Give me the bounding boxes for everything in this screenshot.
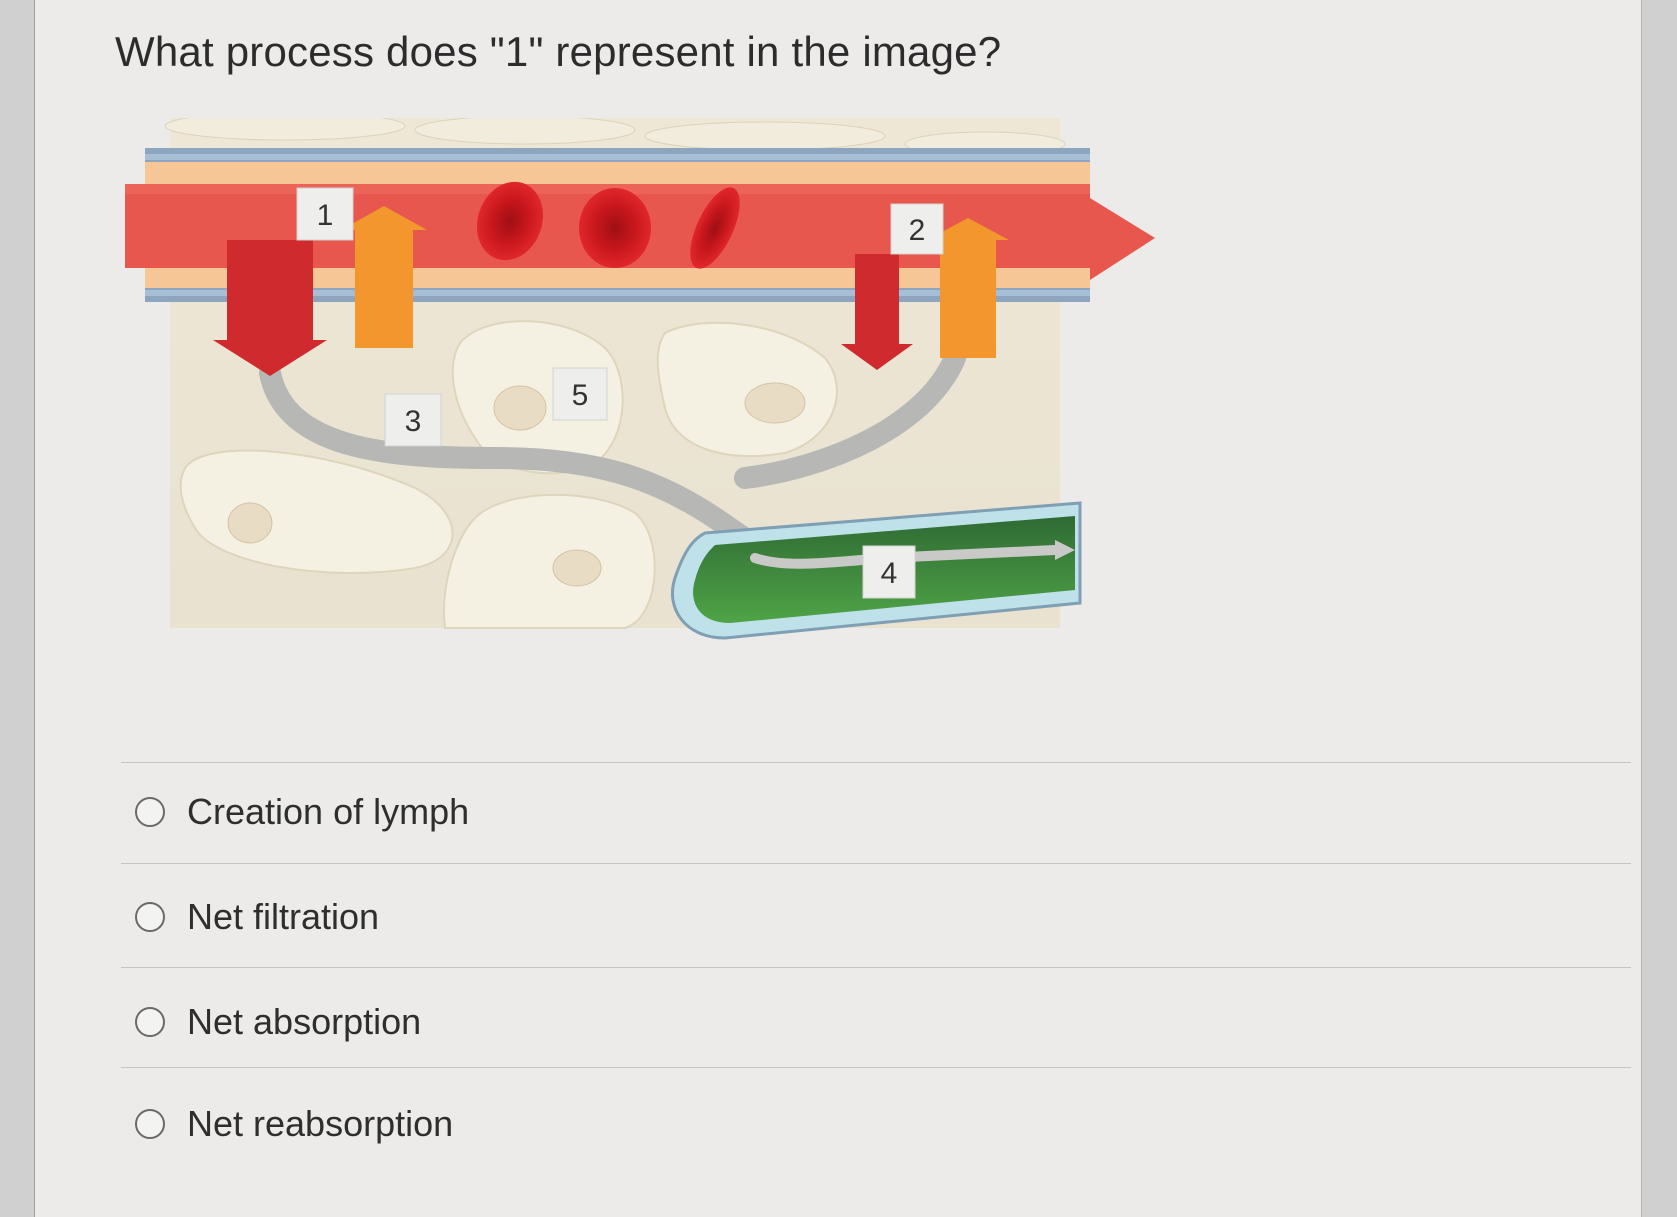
label-4: 4 bbox=[862, 545, 916, 599]
radio-button[interactable] bbox=[135, 1109, 165, 1139]
radio-button[interactable] bbox=[135, 797, 165, 827]
question-text: What process does "1" represent in the i… bbox=[115, 28, 1002, 75]
capillary-exchange-diagram: 1 2 3 4 5 bbox=[125, 118, 1245, 698]
divider bbox=[121, 863, 1631, 864]
arrow-out-2 bbox=[841, 254, 913, 370]
option-creation-of-lymph[interactable]: Creation of lymph bbox=[135, 788, 469, 836]
label-5: 5 bbox=[552, 367, 608, 421]
divider bbox=[121, 1067, 1631, 1068]
svg-text:2: 2 bbox=[909, 214, 926, 247]
divider bbox=[121, 762, 1631, 763]
arrow-out-1 bbox=[213, 240, 327, 376]
option-net-reabsorption[interactable]: Net reabsorption bbox=[135, 1100, 453, 1148]
svg-text:3: 3 bbox=[405, 405, 422, 438]
radio-button[interactable] bbox=[135, 902, 165, 932]
arrow-in-2 bbox=[927, 218, 1009, 358]
tissue-cells bbox=[179, 320, 838, 629]
divider bbox=[121, 967, 1631, 968]
svg-text:5: 5 bbox=[572, 379, 589, 412]
label-3: 3 bbox=[384, 393, 442, 447]
option-label: Net absorption bbox=[187, 1001, 422, 1042]
quiz-screen: What process does "1" represent in the i… bbox=[34, 0, 1642, 1217]
option-net-absorption[interactable]: Net absorption bbox=[135, 998, 421, 1046]
option-net-filtration[interactable]: Net filtration bbox=[135, 893, 379, 941]
radio-button[interactable] bbox=[135, 1007, 165, 1037]
red-blood-cells bbox=[476, 181, 740, 269]
arrow-in-1 bbox=[341, 206, 427, 348]
option-label: Net filtration bbox=[187, 896, 380, 937]
label-2: 2 bbox=[890, 203, 944, 255]
option-label: Creation of lymph bbox=[187, 791, 470, 832]
label-1: 1 bbox=[296, 187, 354, 241]
option-label: Net reabsorption bbox=[187, 1103, 454, 1144]
svg-text:4: 4 bbox=[881, 557, 898, 590]
svg-text:1: 1 bbox=[317, 199, 334, 232]
